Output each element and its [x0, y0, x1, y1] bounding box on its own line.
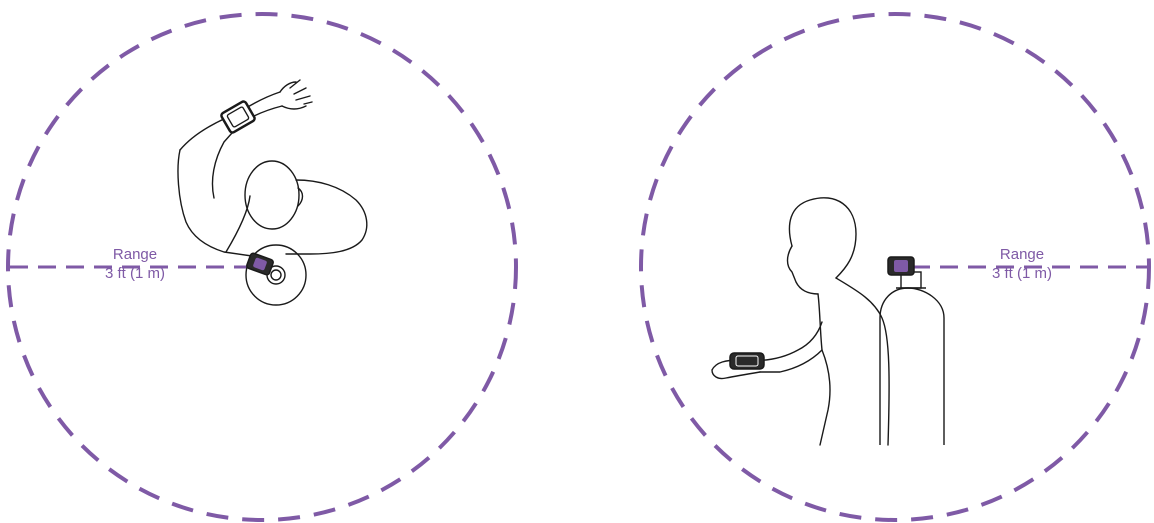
right-range-value: 3 ft (1 m) [967, 264, 1077, 283]
left-range-label: Range 3 ft (1 m) [80, 245, 190, 283]
right-transmitter-icon [888, 257, 914, 275]
left-transmitter-icon [246, 252, 274, 275]
right-range-label: Range 3 ft (1 m) [967, 245, 1077, 283]
scuba-tank [880, 272, 944, 445]
left-range-value: 3 ft (1 m) [80, 264, 190, 283]
right-range-title: Range [967, 245, 1077, 264]
handheld-computer-icon [730, 353, 764, 369]
left-range-title: Range [80, 245, 190, 264]
side-view-diver-figure [712, 198, 889, 445]
top-view-diver-figure [178, 80, 367, 305]
